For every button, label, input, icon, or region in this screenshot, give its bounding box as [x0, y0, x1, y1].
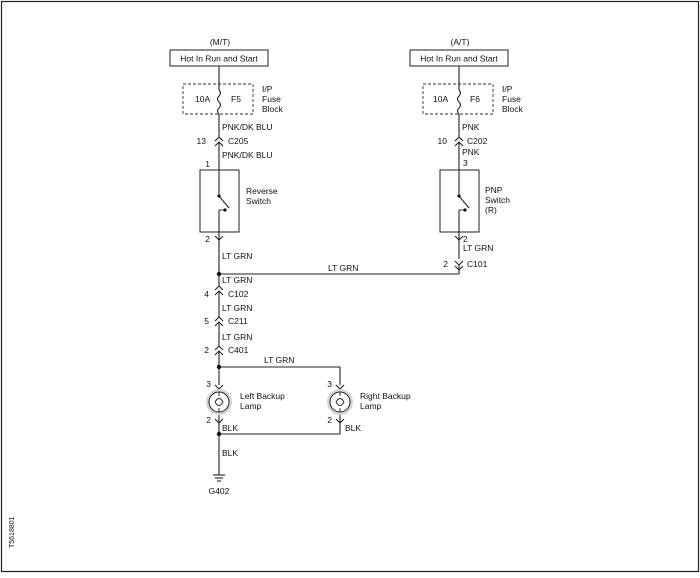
connector-c211-label: C211	[228, 316, 248, 326]
pin-5: 5	[204, 316, 209, 326]
fuse-block-right-label-2: Fuse	[502, 94, 521, 104]
left-lamp-label-1: Left Backup	[240, 391, 285, 401]
pin-3-pnp: 3	[463, 158, 468, 168]
pin-4: 4	[204, 289, 209, 299]
wire-label-lt-grn-3: LT GRN	[222, 303, 252, 313]
ground-label: G402	[209, 486, 230, 496]
fuse-right-name: F6	[470, 94, 480, 104]
splice-junction-ground	[216, 431, 222, 437]
pin-3-right-lamp: 3	[327, 379, 332, 389]
wire-label-blk-1: BLK	[222, 423, 238, 433]
right-lamp-in-connector	[335, 384, 345, 390]
pin-3-left-lamp: 3	[206, 379, 211, 389]
right-lamp-label-1: Right Backup	[360, 391, 411, 401]
fuse-block-left-label-2: Fuse	[262, 94, 281, 104]
pin-2-reverse: 2	[205, 234, 210, 244]
wire-label-lt-grn-5: LT GRN	[264, 355, 294, 365]
hot-in-run-label-right: Hot In Run and Start	[420, 54, 498, 64]
left-lamp-label-2: Lamp	[240, 401, 262, 411]
connector-c211-top	[214, 316, 224, 322]
pnp-switch-pivot	[457, 194, 461, 198]
pin-2-right-lamp: 2	[327, 415, 332, 425]
wire-left-label-pnk-dkblu-1: PNK/DK BLU	[222, 122, 273, 132]
pnp-switch-contact	[458, 195, 470, 209]
wire-left-label-pnk-dkblu-2: PNK/DK BLU	[222, 150, 273, 160]
wire-label-lt-grn-2: LT GRN	[222, 275, 252, 285]
left-lamp-filament-icon	[214, 392, 224, 412]
fuse-block-right-label-3: Block	[502, 104, 524, 114]
fuse-right-amp: 10A	[433, 94, 448, 104]
connector-c401-label: C401	[228, 345, 249, 355]
mt-label: (M/T)	[210, 37, 230, 47]
fuse-left-symbol	[216, 89, 222, 115]
pin-13: 13	[197, 136, 207, 146]
right-lamp-label-2: Lamp	[360, 401, 382, 411]
wire-label-lt-grn-horizontal: LT GRN	[328, 263, 358, 273]
hot-in-run-label-left: Hot In Run and Start	[180, 54, 258, 64]
connector-c101-top	[454, 260, 464, 266]
wire-label-lt-grn-1: LT GRN	[222, 251, 252, 261]
fuse-block-left	[182, 83, 254, 115]
right-lamp-filament-icon	[335, 392, 345, 412]
fuse-block-right	[422, 83, 494, 115]
fuse-right-symbol	[456, 89, 462, 115]
connector-c202-top	[454, 136, 464, 142]
fuse-block-left-label-1: I/P	[262, 84, 273, 94]
fuse-left-amp: 10A	[195, 94, 210, 104]
wire-label-blk-3: BLK	[222, 448, 238, 458]
fuse-block-left-label-3: Block	[262, 104, 284, 114]
at-label: (A/T)	[451, 37, 470, 47]
wire-right-label-pnk-1: PNK	[462, 122, 480, 132]
wire-right-label-pnk-2: PNK	[462, 147, 480, 157]
pin-1-reverse: 1	[205, 159, 210, 169]
fuse-block-right-label-1: I/P	[502, 84, 513, 94]
pnp-switch-label-3: (R)	[485, 205, 497, 215]
connector-c102-top	[214, 285, 224, 291]
connector-c202-label: C202	[467, 136, 488, 146]
connector-c401-top	[214, 345, 224, 351]
connector-c205-top	[214, 136, 224, 142]
reverse-switch-label-2: Switch	[246, 196, 271, 206]
splice-junction-top	[216, 271, 222, 277]
pin-2-c401: 2	[204, 345, 209, 355]
ground-icon	[213, 474, 225, 482]
reverse-switch-pivot	[217, 194, 221, 198]
connector-c102-label: C102	[228, 289, 249, 299]
wire-label-lt-grn-4: LT GRN	[222, 332, 252, 342]
connector-c101-label: C101	[467, 259, 488, 269]
pnp-switch-label-1: PNP	[485, 185, 503, 195]
reverse-switch-contact	[218, 195, 230, 209]
pin-2-pnp: 2	[463, 234, 468, 244]
wire-right-label-lt-grn: LT GRN	[463, 243, 493, 253]
pin-2-left-lamp: 2	[206, 415, 211, 425]
pin-10: 10	[438, 136, 448, 146]
wire-label-blk-2: BLK	[345, 423, 361, 433]
reverse-switch-label-1: Reverse	[246, 186, 278, 196]
fuse-left-name: F5	[231, 94, 241, 104]
figure-code: T5618801	[9, 516, 16, 548]
pin-2-c101: 2	[443, 259, 448, 269]
connector-c205-label: C205	[228, 136, 249, 146]
left-lamp-in-connector	[214, 384, 224, 390]
pnp-switch-label-2: Switch	[485, 195, 510, 205]
